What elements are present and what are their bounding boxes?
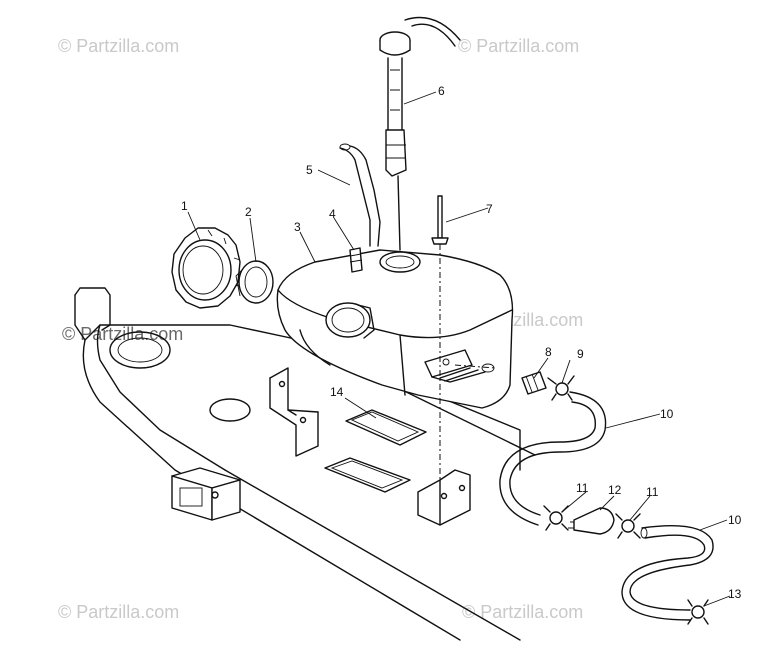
tank-pad: [345, 409, 427, 446]
fuel-cap: [171, 227, 243, 309]
alignment-line-outlet: [454, 364, 496, 369]
callout-4: 4: [329, 207, 336, 221]
watermark-text: © Partzilla.com: [62, 324, 183, 344]
callout-3: 3: [294, 220, 301, 234]
fuel-filter: [568, 507, 615, 535]
callout-2: 2: [245, 205, 252, 219]
fuel-hose-upper: [499, 391, 607, 526]
callout-6: 6: [438, 84, 445, 98]
leader-lines: [187, 91, 731, 607]
callout-1: 1: [181, 199, 188, 213]
callout-11: 11: [576, 481, 589, 495]
outlet-fitting: [521, 371, 547, 395]
watermark-text: © Partzilla.com: [458, 36, 579, 56]
callout-9: 9: [577, 347, 584, 361]
callout-12: 12: [608, 483, 622, 497]
callout-5: 5: [306, 163, 313, 177]
mount-pin: [431, 195, 449, 245]
watermark-text: © Partzilla.com: [58, 602, 179, 622]
fuel-tank: [276, 249, 514, 409]
watermark-text: © Partzilla.com: [462, 602, 583, 622]
callout-10: 10: [660, 407, 674, 421]
callout-14: 14: [330, 385, 344, 399]
callout-10: 10: [728, 513, 742, 527]
callouts: 1 2 3 4 5 6 7 8 9 10 10 11 11 12 13 14: [181, 84, 742, 601]
hose-clamp: [547, 375, 575, 401]
callout-8: 8: [545, 345, 552, 359]
callout-7: 7: [486, 202, 493, 216]
watermark-text: © Partzilla.com: [58, 36, 179, 56]
vent-fitting: [349, 247, 363, 273]
fuel-gauge-rod: [379, 16, 461, 251]
hose-clamp: [687, 599, 709, 625]
frame-chassis: [74, 287, 536, 641]
fuel-hose-lower: [621, 525, 714, 621]
cap-gasket: [235, 260, 274, 304]
hose-clamp: [615, 513, 641, 539]
callout-13: 13: [728, 587, 742, 601]
callout-11: 11: [646, 485, 659, 499]
vent-hose: [339, 143, 381, 247]
